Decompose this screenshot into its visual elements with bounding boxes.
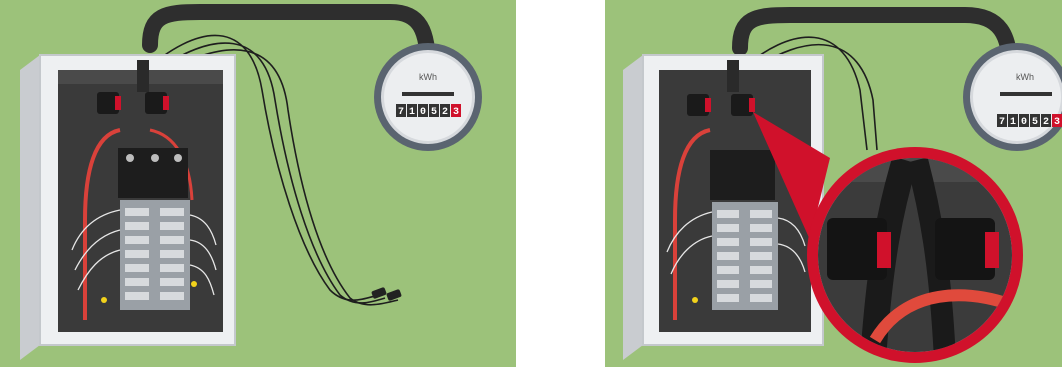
meter-unit-label: kWh (1016, 72, 1034, 82)
illustration-right: kWh 7 1 0 5 2 3 (605, 0, 1062, 367)
electrical-panel-zoom-scene: kWh 7 1 0 5 2 3 (605, 0, 1062, 367)
meter-digit: 1 (1010, 117, 1016, 128)
meter-digit: 5 (1032, 117, 1038, 128)
illustration-left: kWh 7 1 0 5 2 3 (0, 0, 516, 367)
electrical-panel-icon (623, 55, 823, 360)
meter-digit: 1 (409, 107, 415, 118)
meter-unit-label: kWh (419, 72, 437, 82)
meter-digit: 0 (420, 107, 426, 118)
electric-meter-icon: kWh 7 1 0 5 2 3 (374, 43, 482, 151)
meter-digit: 7 (999, 117, 1005, 128)
meter-digit: 0 (1021, 117, 1027, 128)
meter-digit: 2 (442, 107, 448, 118)
meter-digit: 5 (431, 107, 437, 118)
meter-digit: 2 (1043, 117, 1049, 128)
meter-digit: 7 (398, 107, 404, 118)
meter-digit: 3 (1054, 117, 1060, 128)
meter-digit: 3 (453, 107, 459, 118)
electrical-panel-scene: kWh 7 1 0 5 2 3 (0, 0, 516, 367)
panel-gap (516, 0, 605, 367)
electrical-panel-icon (20, 55, 235, 360)
